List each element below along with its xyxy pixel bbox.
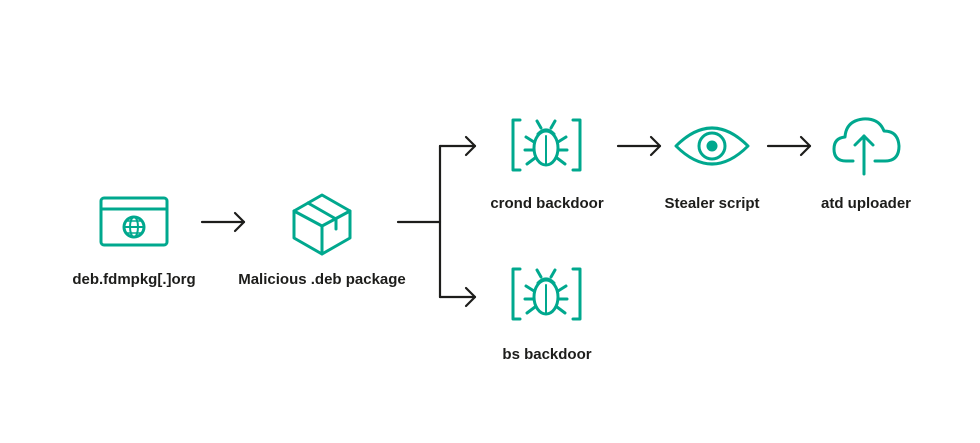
node-label-site: deb.fdmpkg[.]org bbox=[72, 271, 196, 288]
arrow-site-to-package bbox=[200, 211, 246, 233]
cloud-upload-icon bbox=[832, 117, 901, 176]
bug-icon-bs bbox=[511, 267, 582, 321]
node-label-package: Malicious .deb package bbox=[238, 271, 406, 288]
arrow-crond-to-stealer bbox=[616, 135, 662, 157]
connector-package-branch bbox=[396, 144, 442, 299]
arrow-stealer-to-uploader bbox=[766, 135, 812, 157]
browser-globe-icon bbox=[99, 196, 169, 247]
arrow-package-to-bs bbox=[438, 286, 477, 308]
node-label-stealer: Stealer script bbox=[664, 195, 760, 212]
arrow-package-to-crond bbox=[438, 135, 477, 157]
node-label-crond: crond backdoor bbox=[490, 195, 604, 212]
package-box-icon bbox=[292, 193, 352, 256]
node-label-uploader: atd uploader bbox=[820, 195, 912, 212]
node-label-bs: bs backdoor bbox=[502, 346, 592, 363]
bug-icon-crond bbox=[511, 118, 582, 172]
eye-icon bbox=[674, 126, 750, 166]
